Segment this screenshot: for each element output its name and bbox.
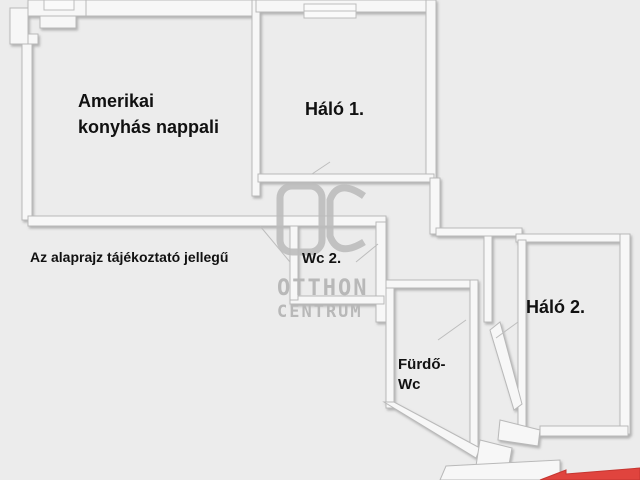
room-label-bedroom2: Háló 2.	[526, 297, 586, 317]
windows	[43, 0, 357, 19]
wall-segment	[435, 227, 523, 237]
wall-segment	[257, 173, 435, 183]
door-marks	[259, 161, 519, 341]
wall-segment	[619, 233, 631, 435]
wall-segment	[539, 425, 629, 437]
wall-segment	[489, 321, 523, 411]
disclaimer-note: Az alaprajz tájékoztató jellegű	[30, 249, 229, 265]
room-label-living-line2: konyhás nappali	[78, 117, 220, 137]
wall-segment	[375, 221, 387, 323]
wall-segment	[515, 233, 627, 243]
wall-segment	[85, 0, 257, 17]
wall-segment	[251, 0, 261, 197]
watermark-o-shape	[276, 182, 326, 256]
wall-segment	[439, 459, 561, 480]
room-label-bathroom-line1: Fürdő-	[398, 356, 446, 373]
door-swing	[259, 225, 291, 263]
room-label-bathroom-line2: Wc	[398, 376, 421, 393]
room-label-living: Amerikai konyhás nappali	[78, 88, 219, 140]
wall-segment	[385, 279, 477, 289]
door-swing	[355, 243, 379, 263]
room-label-living-line1: Amerikai	[78, 91, 155, 111]
wall-segment	[289, 225, 299, 301]
door-swing	[311, 161, 331, 175]
wall-segment	[9, 7, 29, 45]
watermark-line1: OTTHON	[277, 276, 369, 301]
wall-segment	[517, 239, 527, 441]
watermark-logo	[276, 182, 366, 256]
wall-segment	[39, 15, 77, 29]
door-swing	[495, 321, 519, 339]
wall-segment	[21, 43, 33, 221]
wall-segment	[483, 235, 493, 323]
wall-segment	[425, 0, 437, 181]
wall-segment	[385, 287, 395, 409]
wall-segment	[429, 177, 441, 235]
walls	[9, 0, 631, 480]
window-marker	[43, 0, 75, 11]
room-label-wc2: Wc 2.	[302, 250, 342, 267]
entrance-arrow	[539, 467, 640, 480]
wall-segment	[469, 279, 479, 449]
wall-segment	[27, 215, 387, 227]
door-swing	[437, 319, 467, 341]
wall-segment	[497, 419, 541, 447]
watermark-line2: CENTRUM	[277, 302, 363, 322]
wall-segment	[27, 33, 39, 45]
watermark-c-shape	[326, 184, 366, 253]
room-label-bedroom1: Háló 1.	[305, 99, 365, 119]
room-label-bathroom: Fürdő- Wc	[398, 355, 445, 395]
